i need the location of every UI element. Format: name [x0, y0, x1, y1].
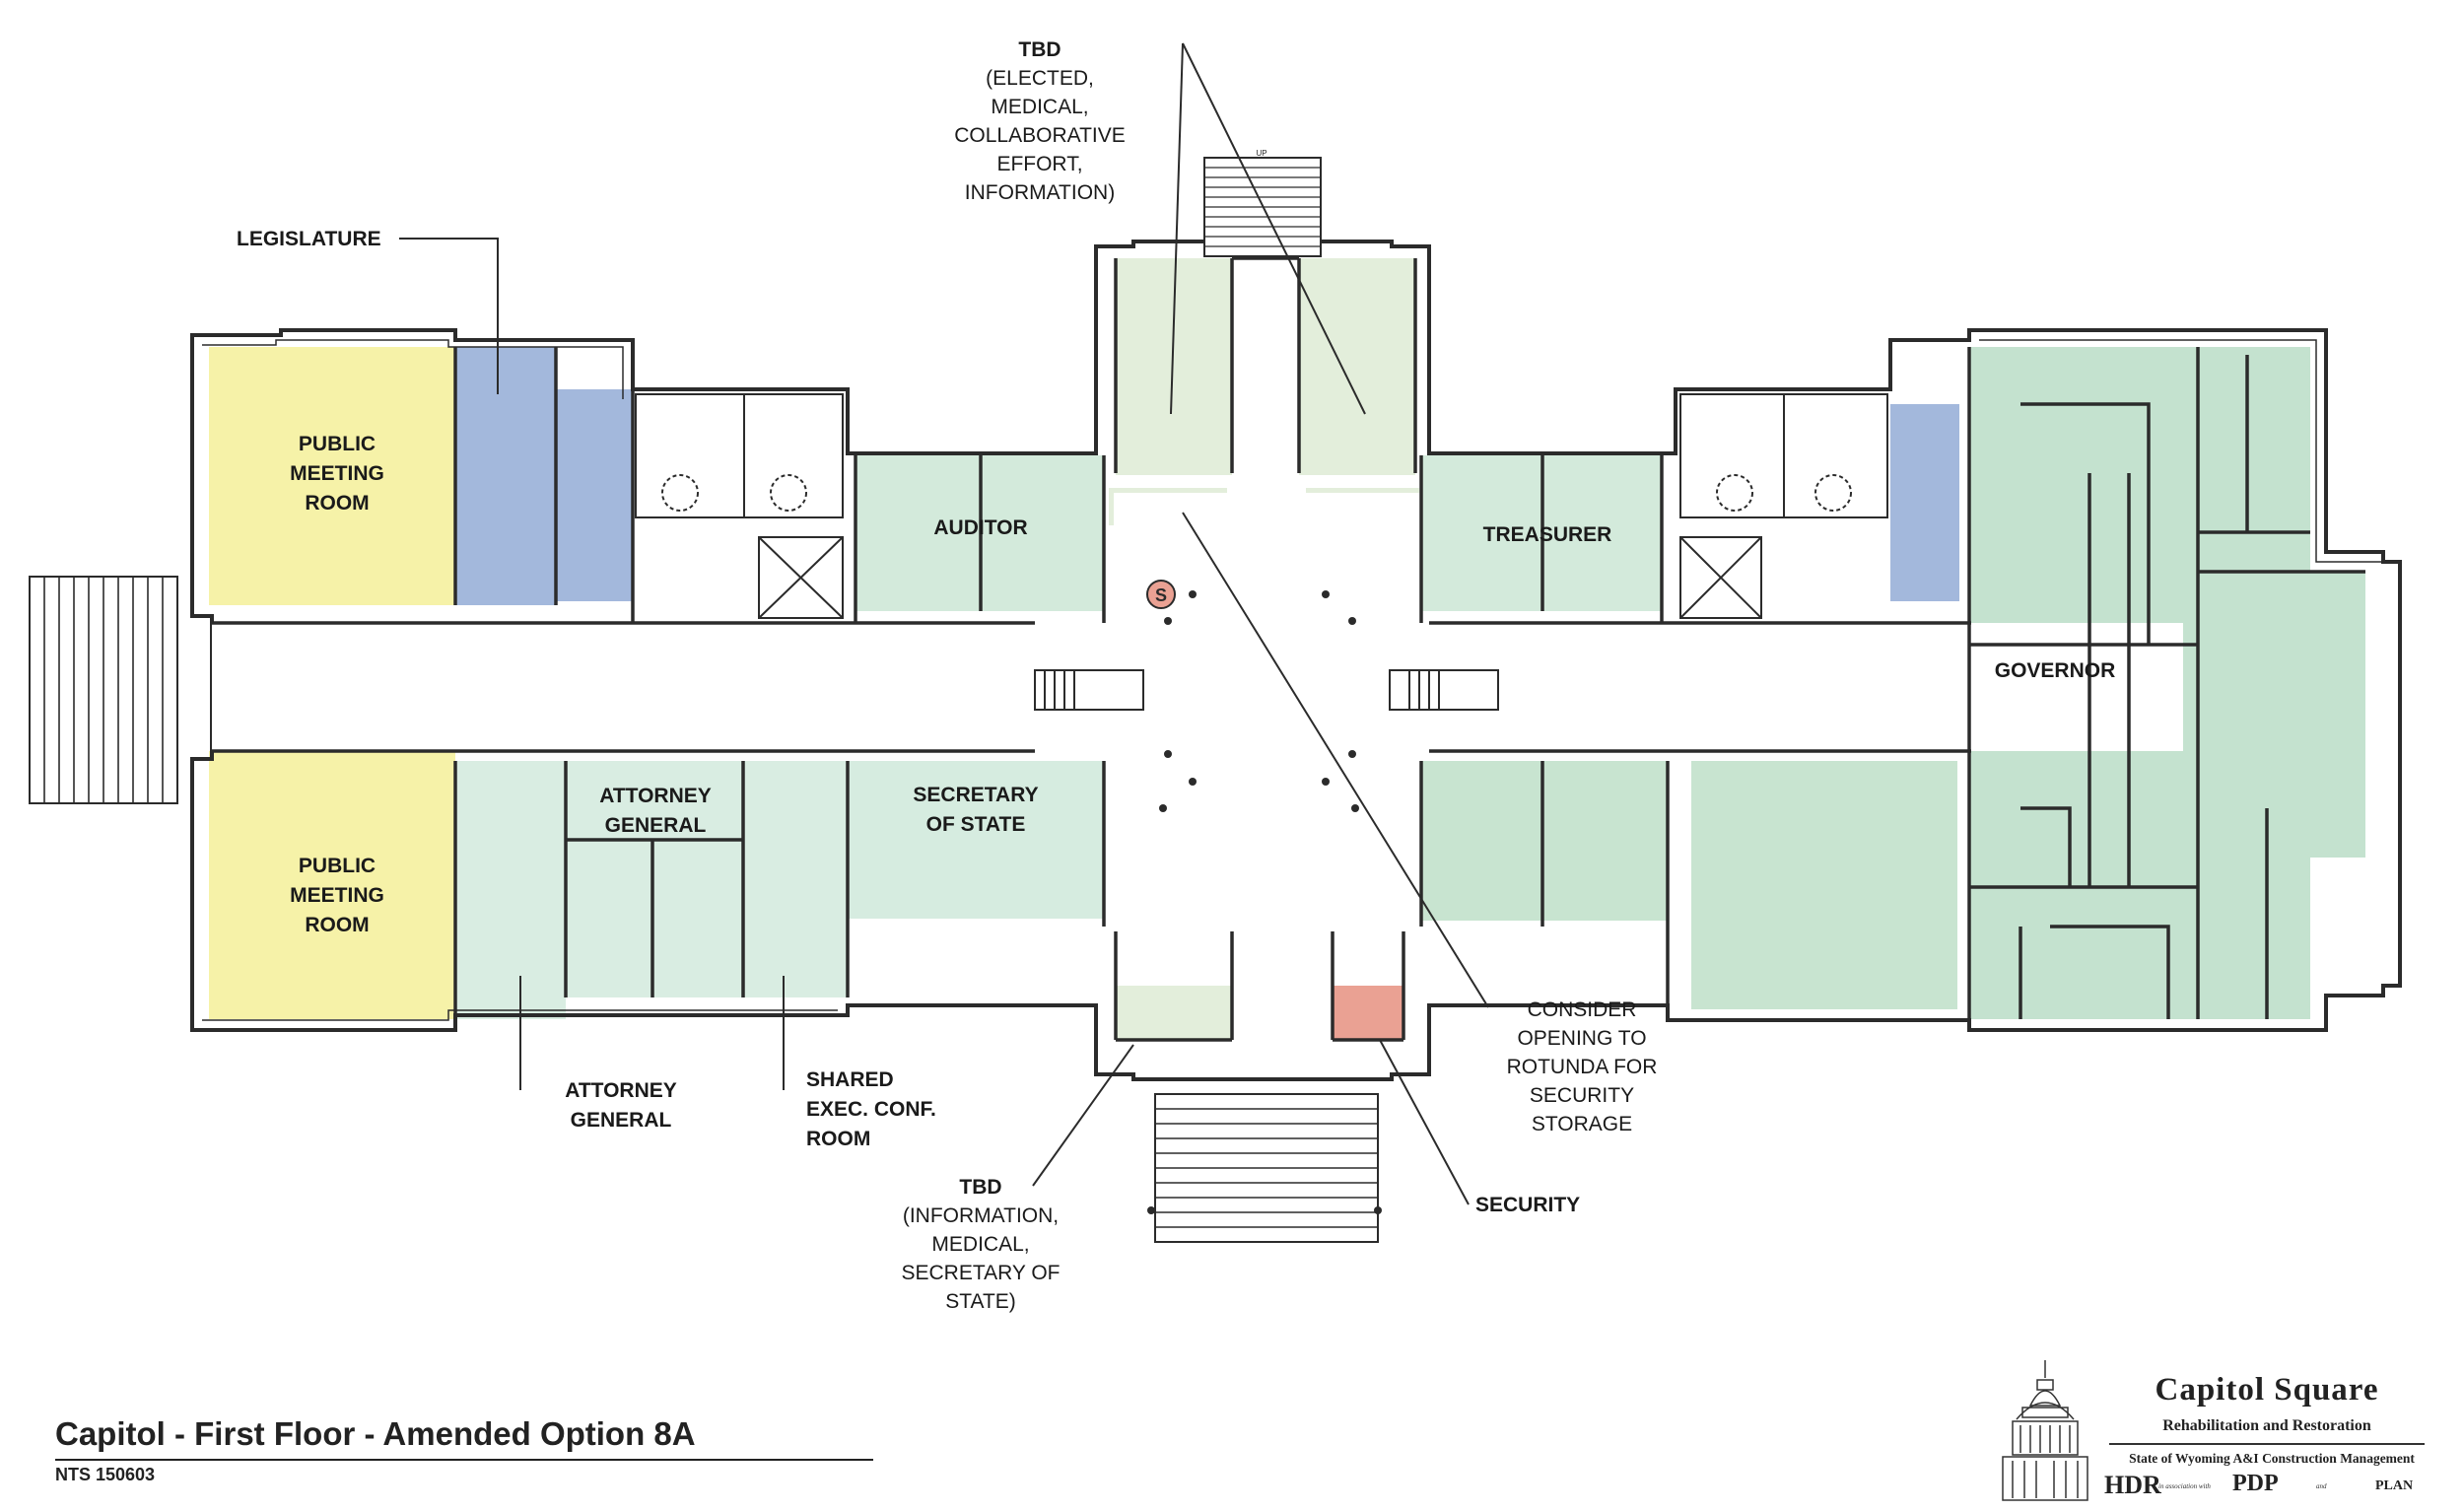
- public-meeting-south-line-1: PUBLIC: [298, 855, 376, 877]
- east-south-office: [1421, 761, 1668, 921]
- client-line: State of Wyoming A&I Construction Manage…: [2129, 1451, 2415, 1466]
- shared-exec-conf-callout: SHARED EXEC. CONF. ROOM: [806, 1065, 964, 1154]
- shared-exec-line-2: EXEC. CONF.: [806, 1098, 936, 1121]
- east-south-office-2: [1691, 761, 1957, 1009]
- tbd-south-line-4: STATE): [945, 1290, 1016, 1313]
- consider-opening-callout: CONSIDER OPENING TO ROTUNDA FOR SECURITY…: [1488, 996, 1676, 1138]
- security-callout: SECURITY: [1475, 1194, 1581, 1216]
- tbd-south-heading: TBD: [959, 1176, 1002, 1199]
- governor-label: GOVERNOR: [1994, 659, 2116, 682]
- consider-line-1: CONSIDER: [1527, 998, 1637, 1021]
- governor-stair-room: [1890, 404, 1959, 601]
- project-title: Capitol Square: [2155, 1372, 2379, 1408]
- plan-one-logo: PLAN: [2375, 1478, 2414, 1493]
- legislature-room: [455, 347, 556, 605]
- title-rule: [55, 1459, 873, 1461]
- tbd-south-line-1: (INFORMATION,: [902, 1204, 1060, 1227]
- public-meeting-south-line-2: MEETING: [290, 884, 384, 907]
- plan-scale: NTS 150603: [55, 1465, 156, 1484]
- public-meeting-room-south-label: PUBLIC MEETING ROOM: [278, 852, 396, 940]
- treasurer-label: TREASURER: [1482, 523, 1612, 546]
- secretary-of-state-line-1: SECRETARY: [913, 784, 1039, 806]
- interior-walls: [212, 256, 2365, 1042]
- attorney-general-callout-line-1: ATTORNEY: [565, 1079, 677, 1102]
- tbd-north-line-5: INFORMATION): [964, 181, 1116, 204]
- consider-line-4: SECURITY: [1529, 1084, 1635, 1107]
- and-text: and: [2316, 1482, 2327, 1490]
- public-meeting-north-line-1: PUBLIC: [298, 433, 376, 455]
- consider-line-2: OPENING TO: [1517, 1027, 1647, 1050]
- rotunda-columns: [1147, 590, 1382, 1214]
- legislature-stair-room: [556, 389, 633, 601]
- logo-rule: [2109, 1443, 2425, 1445]
- restroom-east: [1679, 393, 1888, 619]
- legislature-label: LEGISLATURE: [237, 228, 381, 250]
- attorney-general-offices: [566, 761, 743, 997]
- association-text: in association with: [2158, 1482, 2211, 1490]
- svg-text:S: S: [1155, 585, 1167, 605]
- project-subtitle: Rehabilitation and Restoration: [2162, 1417, 2371, 1434]
- attorney-general-room-line-2: GENERAL: [604, 814, 707, 837]
- rotunda: [1114, 493, 1419, 986]
- tbd-north-line-3: COLLABORATIVE: [954, 124, 1126, 147]
- stair-up-label: UP: [1256, 149, 1266, 158]
- attorney-general-room-label: ATTORNEY GENERAL: [582, 782, 729, 841]
- leader-lines: [399, 42, 1489, 1205]
- secretary-of-state-label: SECRETARY OF STATE: [902, 781, 1050, 840]
- shared-exec-line-3: ROOM: [806, 1128, 871, 1150]
- rotunda-stairs: [1034, 669, 1499, 711]
- consider-line-3: ROTUNDA FOR: [1506, 1056, 1658, 1078]
- tbd-south-line-3: SECRETARY OF: [901, 1262, 1061, 1284]
- tbd-north-east: [1299, 258, 1415, 475]
- capitol-dome-icon: [2002, 1360, 2088, 1501]
- auditor-label: AUDITOR: [933, 516, 1028, 539]
- secretary-of-state-room: [848, 761, 1104, 919]
- plan-title: Capitol - First Floor - Amended Option 8…: [55, 1415, 696, 1452]
- tbd-north-line-2: MEDICAL,: [991, 96, 1089, 118]
- secretary-of-state-line-2: OF STATE: [925, 813, 1026, 836]
- tbd-north-heading: TBD: [1018, 38, 1061, 61]
- stairs-south: [1154, 1093, 1379, 1243]
- tbd-north-line-1: (ELECTED,: [986, 67, 1094, 90]
- attorney-general-wing: [455, 761, 566, 1019]
- shared-exec-line-1: SHARED: [806, 1068, 894, 1091]
- tbd-north-line-4: EFFORT,: [996, 153, 1083, 175]
- logo-block: Capitol Square Rehabilitation and Restor…: [1991, 1356, 2425, 1504]
- consider-line-5: STORAGE: [1531, 1113, 1633, 1135]
- attorney-general-callout-line-2: GENERAL: [570, 1109, 672, 1132]
- stairs-west-entry: [29, 576, 178, 804]
- public-meeting-room-south: [209, 751, 455, 1019]
- tbd-south-callout: TBD (INFORMATION, MEDICAL, SECRETARY OF …: [867, 1173, 1094, 1316]
- public-meeting-north-line-2: MEETING: [290, 462, 384, 485]
- restroom-west: [635, 393, 844, 619]
- public-meeting-north-line-3: ROOM: [305, 492, 370, 515]
- hdr-logo: HDR: [2104, 1471, 2161, 1499]
- shared-exec-conf-room: [743, 761, 847, 997]
- attorney-general-callout: ATTORNEY GENERAL: [552, 1076, 690, 1135]
- title-block: Capitol - First Floor - Amended Option 8…: [55, 1415, 873, 1485]
- public-meeting-south-line-3: ROOM: [305, 914, 370, 936]
- public-meeting-room-north: [209, 347, 455, 605]
- tbd-south-line-2: MEDICAL,: [931, 1233, 1030, 1256]
- pdp-logo: PDP: [2232, 1471, 2279, 1496]
- security-marker: S: [1146, 580, 1176, 609]
- tbd-north-callout: TBD (ELECTED, MEDICAL, COLLABORATIVE EFF…: [917, 35, 1163, 207]
- room-fills: [209, 258, 2365, 1040]
- attorney-general-room-line-1: ATTORNEY: [599, 785, 712, 807]
- outer-walls: [190, 240, 2402, 1081]
- public-meeting-room-north-label: PUBLIC MEETING ROOM: [278, 430, 396, 518]
